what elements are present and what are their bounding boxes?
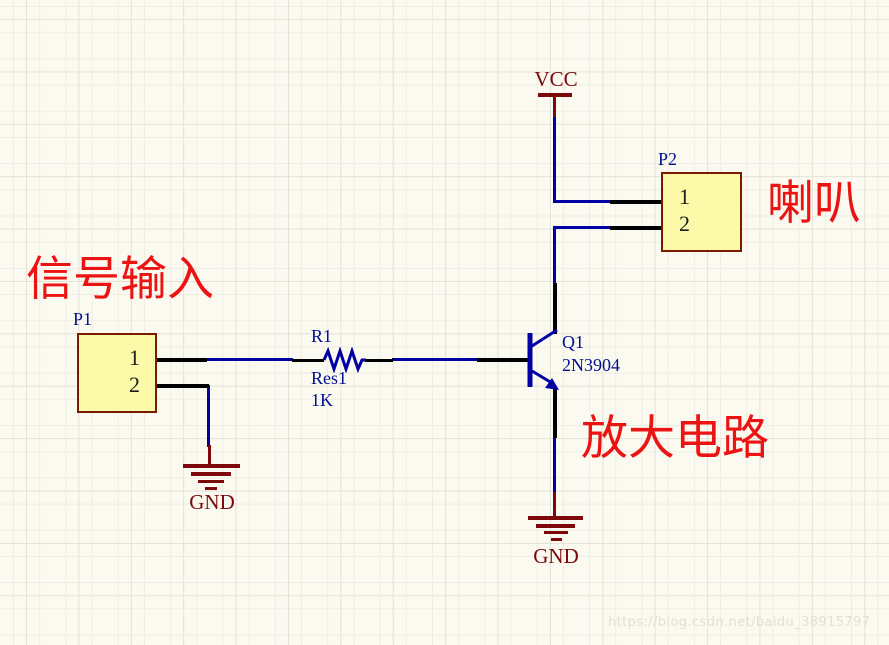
wire-emitter-to-gnd[interactable]: [553, 437, 556, 494]
gnd-bar-icon: [191, 472, 231, 476]
vcc-stub: [553, 96, 556, 119]
r1-comment: Res1: [311, 368, 347, 388]
q1-transistor-icon[interactable]: [524, 322, 566, 394]
gnd-bottom-label: GND: [533, 544, 579, 568]
q1-base-pin[interactable]: [477, 358, 529, 362]
p1-pin1-stub[interactable]: [157, 358, 207, 362]
p2-pin1-number: 1: [679, 184, 690, 209]
wire-speaker-pin2[interactable]: [553, 226, 612, 229]
wire-input-to-resistor[interactable]: [205, 358, 293, 361]
vcc-label: VCC: [534, 67, 578, 91]
gnd-symbol-bottom[interactable]: GND: [526, 492, 586, 572]
annotation-signal-input: 信号输入: [26, 254, 214, 306]
p2-pin2-stub[interactable]: [610, 226, 662, 230]
r1-resistor-icon[interactable]: [320, 347, 368, 373]
watermark-url: https://blog.csdn.net/baidu_38915797: [608, 615, 871, 630]
wire-speaker-pin1[interactable]: [553, 200, 612, 203]
r1-designator: R1: [311, 326, 333, 346]
wire-collector[interactable]: [553, 226, 556, 285]
wire-vcc-down[interactable]: [553, 117, 556, 203]
gnd-stub: [553, 492, 556, 518]
q1-designator: Q1: [562, 332, 584, 352]
q1-part-number: 2N3904: [562, 355, 620, 375]
gnd-bar-icon: [544, 531, 568, 534]
gnd-stub: [208, 445, 211, 466]
gnd-left-label: GND: [189, 490, 235, 514]
r1-left-pin[interactable]: [292, 359, 324, 362]
r1-value: 1K: [311, 390, 333, 410]
r1-right-pin[interactable]: [365, 359, 393, 362]
p1-pin2-number: 2: [129, 372, 140, 397]
q1-collector-pin[interactable]: [553, 283, 557, 334]
vcc-power-port[interactable]: VCC: [528, 69, 584, 119]
q1-emitter-pin[interactable]: [553, 388, 557, 438]
p2-pin1-stub[interactable]: [610, 200, 662, 204]
p2-designator: P2: [658, 149, 678, 169]
p2-pin2-number: 2: [679, 211, 690, 236]
p1-pin1-number: 1: [129, 345, 140, 370]
gnd-bar-icon: [551, 538, 562, 541]
gnd-bar-icon: [536, 524, 575, 528]
wire-resistor-to-base[interactable]: [392, 358, 478, 361]
p1-designator: P1: [73, 309, 93, 329]
p1-body[interactable]: [77, 333, 157, 413]
gnd-bar-icon: [183, 464, 240, 468]
gnd-symbol-left[interactable]: GND: [181, 445, 243, 515]
p2-body[interactable]: [661, 172, 742, 252]
annotation-speaker: 喇叭: [767, 178, 861, 230]
gnd-bar-icon: [205, 487, 217, 490]
annotation-amplifier: 放大电路: [581, 413, 769, 465]
wire-p1pin2-to-gnd[interactable]: [207, 385, 210, 447]
vcc-bar-icon: [538, 93, 572, 97]
gnd-bar-icon: [198, 480, 224, 483]
p1-pin2-stub[interactable]: [157, 384, 209, 388]
gnd-bar-icon: [528, 516, 583, 520]
